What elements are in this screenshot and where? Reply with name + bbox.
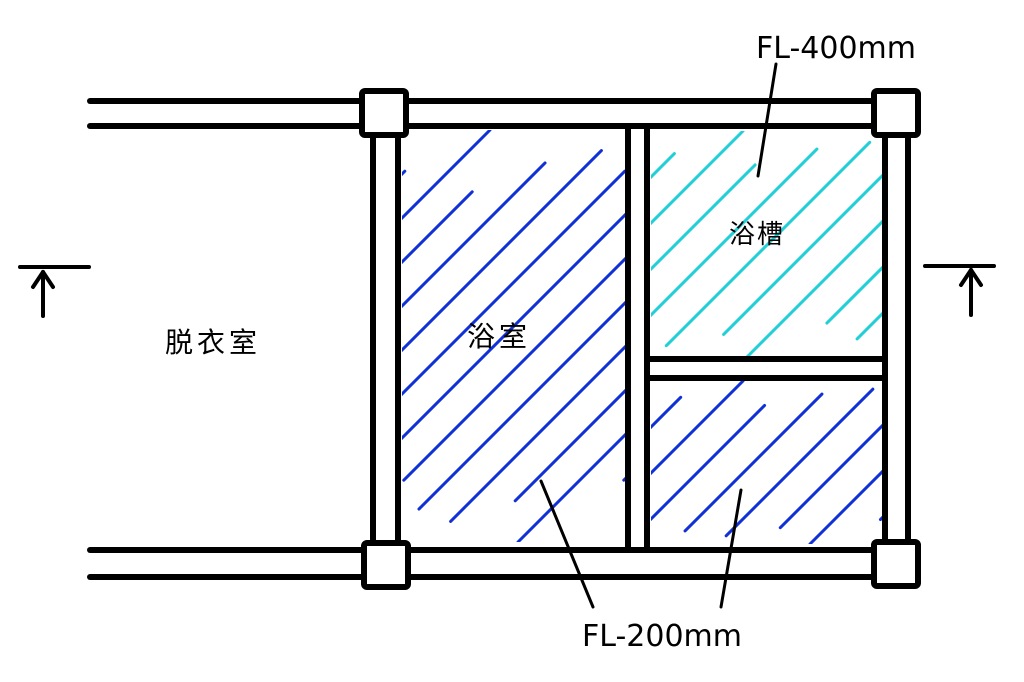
hatch-line (724, 387, 875, 538)
bathroom-level-label: FL-200mm (582, 619, 742, 654)
section-marker-left (18, 265, 91, 318)
hatch-line (825, 265, 882, 325)
column-bottom-left (361, 540, 411, 590)
hatch-line (402, 130, 492, 221)
hatch-line (402, 256, 625, 482)
leader-lines (539, 62, 778, 609)
hatch-line (417, 300, 625, 511)
hatch-line (516, 432, 625, 542)
bathroom-floor-hatch (402, 130, 985, 542)
column-top-left (359, 88, 409, 138)
hatch-line (402, 169, 625, 397)
hatch-line (778, 423, 882, 530)
step-area-hatch (651, 381, 882, 544)
hatch-line (651, 131, 745, 226)
leader-step-level (719, 488, 743, 609)
hatch-line (449, 344, 625, 523)
hatch-line (651, 395, 683, 430)
bathroom-label: 浴室 (467, 320, 531, 353)
leader-tub-level (756, 62, 778, 178)
bathtub-label: 浴槽 (729, 220, 785, 250)
hatch-line (745, 219, 882, 357)
column-bottom-right (871, 539, 921, 589)
hatch-line (664, 140, 872, 348)
section-marker-right (923, 264, 996, 317)
bathtub-hatch (436, 131, 882, 357)
walls (87, 98, 911, 580)
column-top-right (871, 88, 921, 138)
hatch-line (639, 163, 985, 509)
hatch-line (402, 212, 625, 441)
hatch-line (402, 149, 603, 353)
dressing-room-label: 脱衣室 (165, 326, 261, 359)
hatch-line (651, 163, 757, 272)
hatch-line (513, 388, 625, 503)
hatch-line (683, 392, 824, 533)
columns (359, 88, 921, 590)
hatch-line (651, 381, 745, 476)
hatch-line (651, 403, 767, 521)
hatch-line (436, 142, 639, 345)
hatch-line (722, 173, 882, 336)
leader-bath-level (539, 479, 595, 609)
hatch-line (402, 161, 547, 309)
bathtub-level-label: FL-400mm (756, 31, 916, 66)
hatch-line (402, 190, 474, 265)
hatch-line (651, 147, 819, 318)
hatch-line (808, 469, 882, 544)
hatch-line (878, 515, 882, 522)
